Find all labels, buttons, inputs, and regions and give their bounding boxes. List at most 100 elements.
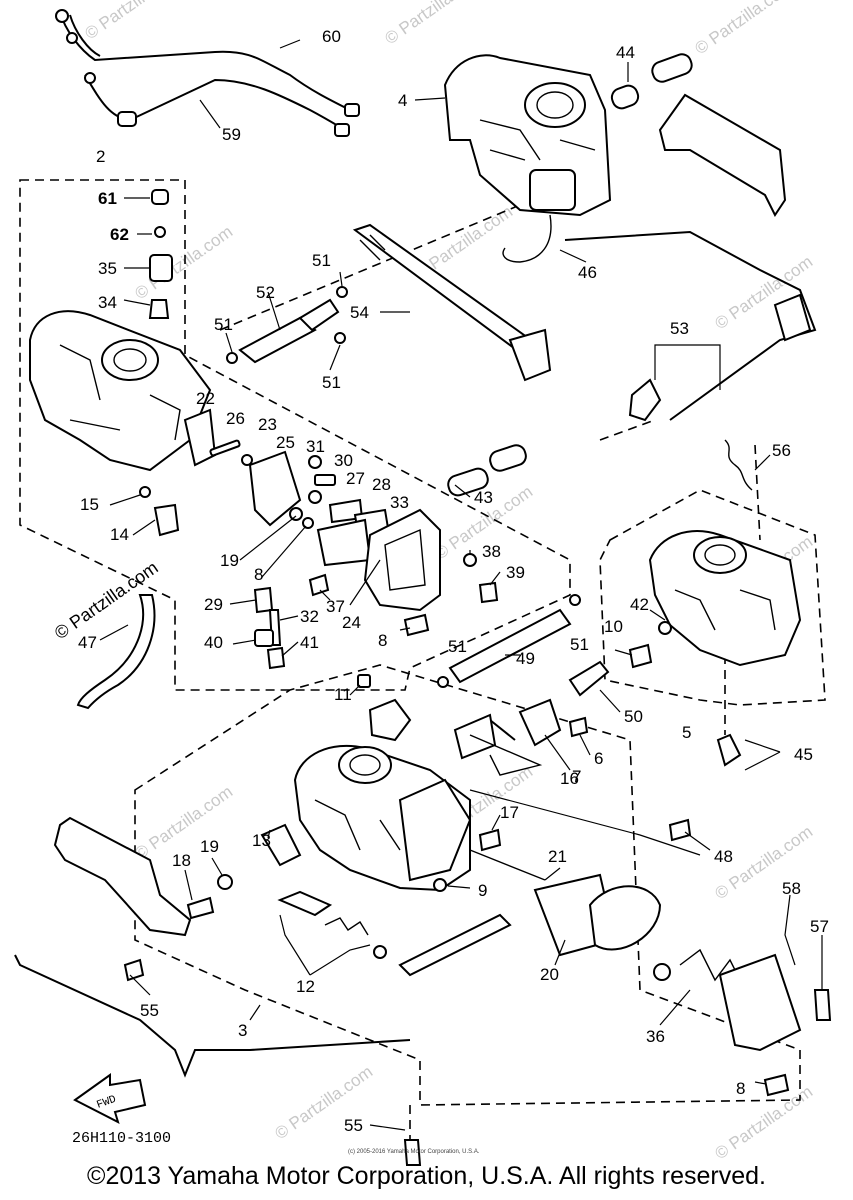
screw-26 (209, 439, 241, 457)
leader (744, 739, 781, 753)
top-cover (718, 953, 802, 1052)
callout-47: 47 (78, 633, 97, 652)
oring-19 (289, 507, 303, 521)
leader (109, 494, 141, 506)
leader (249, 1004, 261, 1021)
clip-51 (437, 676, 449, 688)
callout-36: 36 (646, 1027, 665, 1046)
callout-38: 38 (482, 542, 501, 561)
leader-lines (99, 39, 823, 1131)
carb-body (443, 54, 612, 217)
leader (281, 641, 299, 657)
pipe (448, 608, 572, 684)
callout-41: 41 (300, 633, 319, 652)
leader (454, 484, 471, 498)
fitting-34 (148, 299, 170, 319)
callout-51c: 51 (322, 373, 341, 392)
callout-61: 61 (98, 189, 117, 208)
callout-19: 19 (220, 551, 239, 570)
carb-intake-inner (349, 754, 381, 776)
hose-47 (76, 594, 156, 710)
leader (184, 869, 193, 901)
carb-intake (338, 746, 392, 784)
callout-52: 52 (256, 283, 275, 302)
leader (279, 914, 311, 976)
screw-17 (478, 828, 502, 852)
screw-8 (763, 1073, 790, 1097)
leader (447, 885, 471, 889)
leader (349, 559, 381, 606)
hose-fitting (84, 72, 96, 84)
carburetor-4 (443, 54, 612, 263)
screw-18 (186, 896, 215, 920)
leader (329, 344, 341, 371)
watermark: © Partzilla.com (691, 0, 796, 58)
callout-31: 31 (306, 437, 325, 456)
needle-21 (469, 849, 546, 881)
oring-8 (302, 517, 314, 529)
forward-arrow: FWD (73, 1073, 147, 1124)
leader (614, 649, 633, 656)
link-line (219, 204, 521, 331)
callout-44: 44 (616, 43, 635, 62)
leader (654, 344, 680, 380)
leader (279, 39, 301, 49)
callout-3: 3 (238, 1021, 247, 1040)
group-2-outline (19, 179, 571, 691)
washer (653, 963, 671, 981)
callout-54: 54 (350, 303, 369, 322)
callout-10: 10 (604, 617, 623, 636)
link-line (599, 419, 656, 441)
leader (684, 831, 711, 851)
leader (129, 974, 151, 996)
carburetor-5 (628, 530, 802, 669)
screw (277, 890, 333, 917)
clip-51 (226, 352, 238, 364)
bolt-55 (403, 1139, 422, 1166)
carb-intake-inner (704, 544, 736, 566)
hose-fitting (66, 32, 78, 44)
link-line (754, 444, 761, 541)
callout-22: 22 (196, 389, 215, 408)
callout-39: 39 (506, 563, 525, 582)
callout-45: 45 (794, 745, 813, 764)
callout-25: 25 (276, 433, 295, 452)
leader (99, 624, 129, 641)
cover-block (316, 518, 372, 567)
callout-8b: 8 (378, 631, 387, 650)
fuel-hoses (55, 9, 360, 137)
callouts: 60 59 4 44 2 61 62 35 34 51 52 54 46 53 … (78, 27, 829, 1135)
callout-59: 59 (222, 125, 241, 144)
leader (229, 599, 257, 605)
callout-57: 57 (810, 917, 829, 936)
linkage-54 (352, 223, 552, 382)
callout-11: 11 (334, 685, 352, 704)
callout-23: 23 (258, 415, 277, 434)
callout-13: 13 (252, 831, 271, 850)
link-detail (359, 234, 386, 261)
callout-8: 8 (254, 565, 263, 584)
callout-29: 29 (204, 595, 223, 614)
spring (489, 719, 516, 741)
spring-19 (217, 874, 233, 890)
callout-43: 43 (474, 488, 493, 507)
bracket-left (53, 816, 192, 937)
leader (123, 299, 151, 306)
callout-17: 17 (500, 803, 519, 822)
screw-8 (403, 613, 430, 637)
callout-28: 28 (372, 475, 391, 494)
nipple-14 (153, 503, 180, 537)
leader (132, 519, 156, 536)
leader (309, 944, 371, 976)
lever-53 (628, 378, 662, 422)
callout-9: 9 (478, 881, 487, 900)
fuel-hose-59 (84, 74, 346, 131)
carb-intake-inner (536, 91, 574, 119)
hose-piece (489, 444, 527, 472)
fuel-hose-60b (69, 14, 101, 57)
screw-29 (253, 586, 274, 614)
group-5-outline (599, 489, 826, 706)
callout-42: 42 (630, 595, 649, 614)
callout-33: 33 (390, 493, 409, 512)
callout-40: 40 (204, 633, 223, 652)
